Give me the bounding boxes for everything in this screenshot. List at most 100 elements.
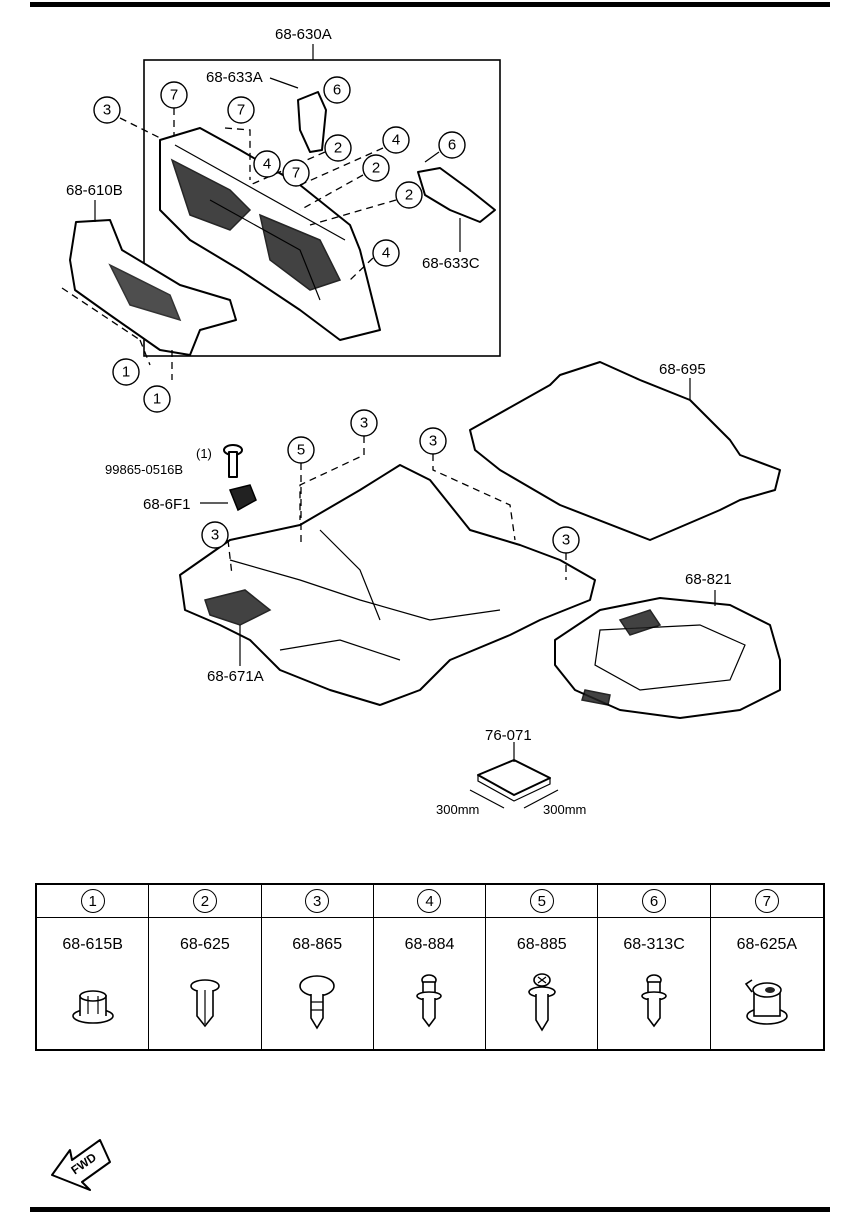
label-dash-panel-lower: 68-610B [66, 182, 123, 199]
fwd-arrow-icon: FWD [51, 1139, 111, 1191]
svg-text:3: 3 [429, 433, 437, 450]
fastener-table: 1 68-615B 2 68-625 3 68-865 4 68-884 5 68-885 6 68-… [35, 883, 825, 1051]
label-dash-insulator-upper: 68-633A [206, 69, 263, 86]
svg-text:1: 1 [122, 364, 130, 381]
fastener-cell-header: 4 [373, 885, 486, 918]
callout-4c: 4 [372, 239, 400, 267]
top-border [30, 2, 830, 7]
callout-6b: 6 [438, 131, 466, 159]
fastener-cell-header: 7 [710, 885, 823, 918]
screw-rivet-icon [507, 966, 577, 1036]
fastener-callout-number: 5 [529, 889, 554, 913]
label-dash-insulator-side: 68-633C [422, 255, 480, 272]
fastener-part-number: 68-865 [292, 936, 343, 953]
svg-text:3: 3 [211, 527, 219, 544]
callout-1b: 1 [143, 385, 171, 413]
fastener-cell-header: 3 [261, 885, 373, 918]
callout-3d: 3 [201, 521, 229, 549]
callout-7c: 7 [282, 159, 310, 187]
label-bolt-qty: (1) [196, 446, 212, 461]
label-rear-floor-mat: 68-695 [659, 361, 706, 378]
fastener-cell-5: 5 68-885 [486, 885, 599, 1049]
bottom-border [30, 1207, 830, 1212]
fastener-cell-3: 3 68-865 [261, 885, 374, 1049]
clip-grommet-icon [58, 966, 128, 1036]
fastener-cell-4: 4 68-884 [373, 885, 487, 1049]
fastener-cell-header: 1 [37, 885, 149, 918]
fastener-part-number: 68-625 [180, 936, 230, 953]
fastener-cell-header: 5 [486, 885, 598, 918]
fastener-cell-2: 2 68-625 [149, 885, 262, 1049]
fastener-cell-1: 1 68-615B [37, 885, 150, 1049]
callout-3-dash: 3 [93, 96, 121, 124]
dash-panel-group-frame [143, 59, 501, 357]
dash-insulator-side-part [417, 167, 496, 223]
label-bolt: 99865-0516B [105, 462, 183, 477]
label-bracket: 68-6F1 [143, 496, 191, 513]
callout-3e: 3 [552, 526, 580, 554]
dash-insulator-upper-part [297, 91, 327, 153]
svg-text:3: 3 [562, 532, 570, 549]
fastener-callout-number: 2 [192, 889, 217, 913]
callout-6a: 6 [323, 76, 351, 104]
stud-clip-icon [619, 966, 689, 1036]
callout-5: 5 [287, 436, 315, 464]
fastener-cell-header: 2 [149, 885, 261, 918]
callout-3b: 3 [350, 409, 378, 437]
fastener-part-number: 68-313C [623, 936, 685, 953]
svg-text:4: 4 [263, 156, 271, 173]
callout-2a: 2 [324, 134, 352, 162]
fastener-callout-number: 3 [305, 889, 330, 913]
fastener-cell-7: 7 68-625A [710, 885, 823, 1049]
callout-1a: 1 [112, 358, 140, 386]
fastener-callout-number: 4 [417, 889, 442, 913]
label-floor-carpet: 68-671A [207, 668, 264, 685]
svg-text:4: 4 [382, 245, 390, 262]
callout-4a: 4 [253, 150, 281, 178]
label-sheet: 76-071 [485, 727, 532, 744]
label-spare-tire-tray: 68-821 [685, 571, 732, 588]
svg-text:7: 7 [292, 165, 300, 182]
svg-text:3: 3 [360, 415, 368, 432]
fastener-callout-number: 7 [754, 889, 779, 913]
svg-text:7: 7 [170, 87, 178, 104]
label-dash-panel-assembly: 68-630A [275, 26, 332, 43]
fastener-callout-number: 6 [642, 889, 667, 913]
fastener-cell-6: 6 68-313C [598, 885, 711, 1049]
fastener-part-number: 68-625A [736, 936, 798, 953]
fastener-cell-header: 6 [598, 885, 710, 918]
push-clip-icon [170, 966, 240, 1036]
svg-text:5: 5 [297, 442, 305, 459]
svg-text:6: 6 [448, 137, 456, 154]
svg-text:1: 1 [153, 391, 161, 408]
spare-tire-tray-part [554, 597, 781, 719]
dash-panel-lower-part [69, 219, 237, 356]
svg-text:2: 2 [372, 160, 380, 177]
stud-clip-icon [394, 966, 464, 1036]
label-sheet-dim-left: 300mm [436, 802, 479, 817]
bracket-part [228, 484, 257, 512]
svg-text:7: 7 [237, 102, 245, 119]
floor-carpet-part [179, 464, 596, 706]
callout-4b: 4 [382, 126, 410, 154]
fastener-part-number: 68-884 [404, 936, 455, 953]
callout-7b: 7 [227, 96, 255, 124]
svg-text:6: 6 [333, 82, 341, 99]
callout-2c: 2 [395, 181, 423, 209]
fastener-callout-number: 1 [80, 889, 105, 913]
svg-text:3: 3 [103, 102, 111, 119]
fastener-part-number: 68-885 [516, 936, 567, 953]
svg-text:4: 4 [392, 132, 400, 149]
svg-text:2: 2 [334, 140, 342, 157]
fastener-part-number: 68-615B [62, 936, 123, 953]
mushroom-clip-icon [282, 966, 352, 1036]
svg-text:2: 2 [405, 187, 413, 204]
hook-clip-icon [732, 966, 802, 1036]
callout-3c: 3 [419, 427, 447, 455]
bolt-part [223, 444, 243, 478]
label-sheet-dim-right: 300mm [543, 802, 586, 817]
rear-floor-mat-part [469, 361, 781, 541]
callout-2b: 2 [362, 154, 390, 182]
callout-7a: 7 [160, 81, 188, 109]
